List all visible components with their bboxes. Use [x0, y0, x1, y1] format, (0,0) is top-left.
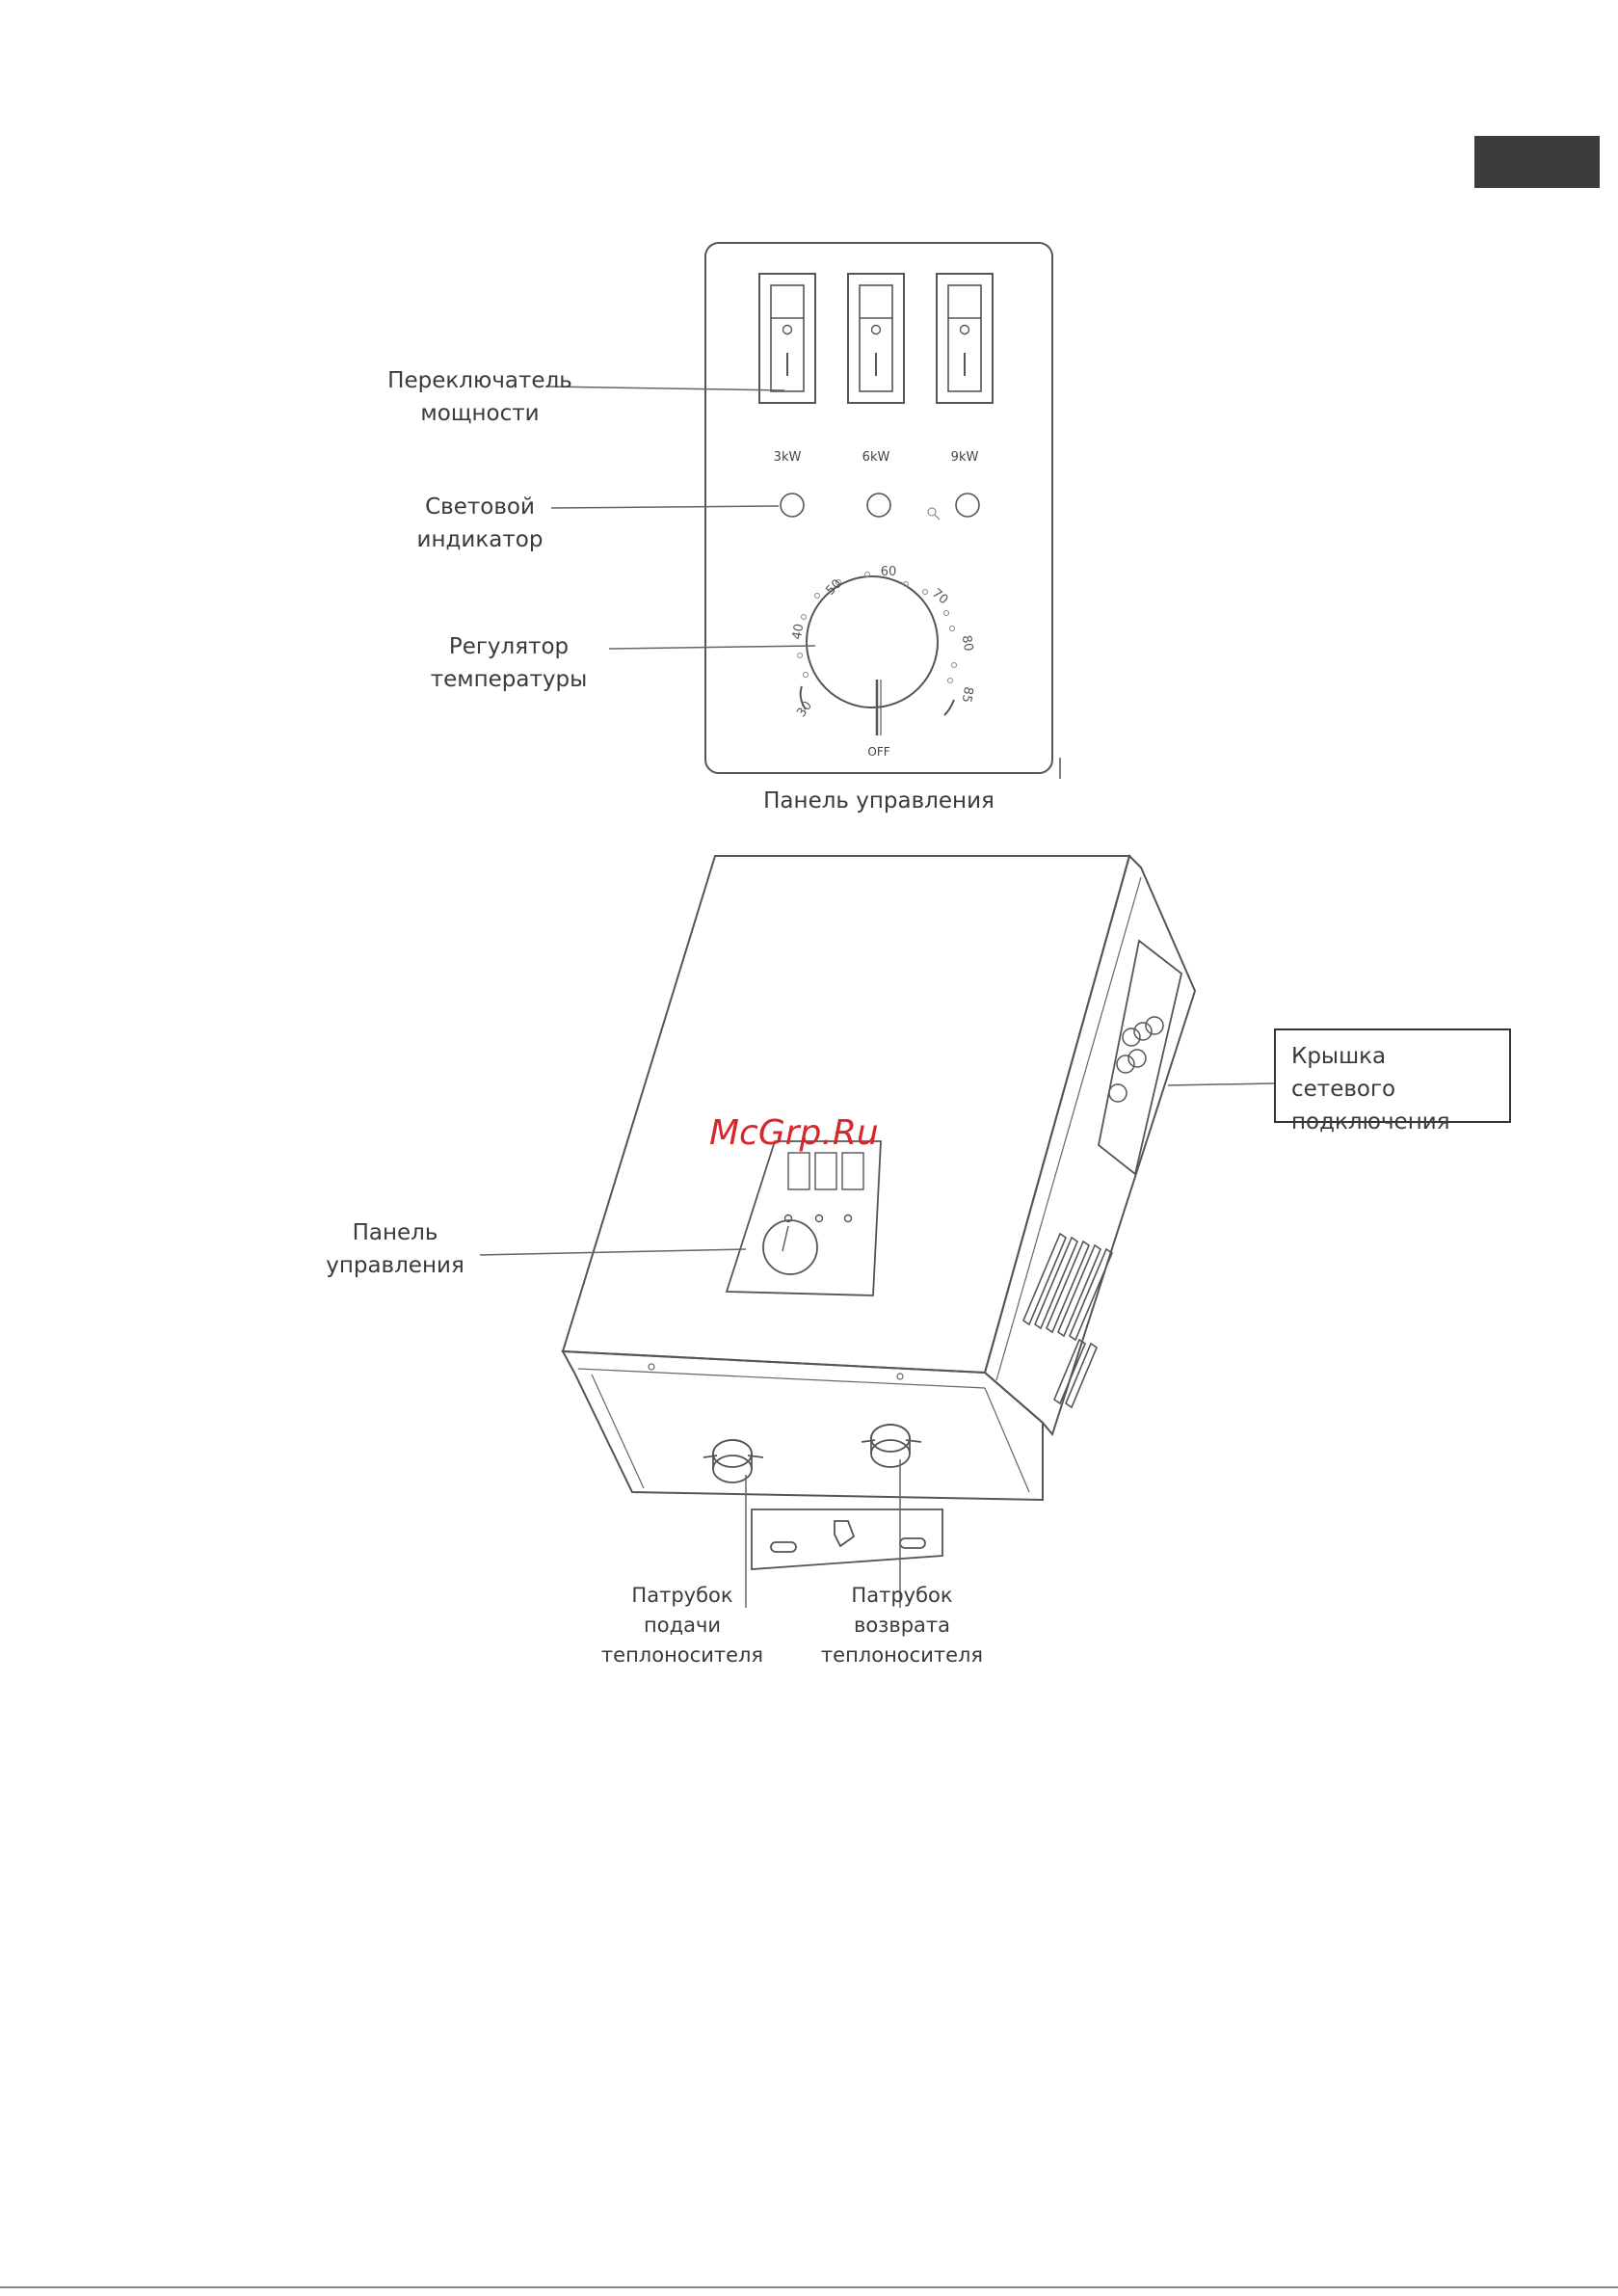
switch-label-3kw: 3kW	[774, 450, 802, 465]
mounting-bracket	[752, 1509, 942, 1569]
callout-return-pipe: Патрубок возврата теплоносителя	[806, 1581, 998, 1670]
return-pipe	[862, 1425, 921, 1467]
supply-pipe	[703, 1440, 763, 1482]
power-switch-6kw[interactable]	[848, 274, 904, 403]
thermostat-scale-80: 80	[959, 634, 976, 653]
thermostat-scale-40: 40	[790, 623, 808, 641]
leader-thermostat	[609, 646, 815, 649]
page-footer-rule	[0, 2286, 1618, 2288]
leader-indicator	[551, 506, 779, 508]
callout-thermostat: Регулятор температуры	[412, 630, 605, 696]
thermostat-scale-60: 60	[881, 565, 897, 579]
front-panel-dial[interactable]	[763, 1220, 817, 1274]
watermark: McGrp.Ru	[709, 1113, 879, 1153]
thermostat-scale-85: 85	[959, 685, 976, 704]
control-panel-outline	[705, 243, 1052, 773]
power-switch-9kw[interactable]	[937, 274, 993, 403]
magnifier-icon	[928, 508, 936, 516]
indicator-lamp-6kw	[867, 494, 890, 517]
indicator-lamp-3kw	[781, 494, 804, 517]
callout-network-cover: Крышка сетевого подключения	[1274, 1028, 1511, 1123]
front-panel-switches	[785, 1153, 864, 1222]
callout-indicator: Световой индикатор	[393, 491, 567, 556]
thermostat-scale-arc-right	[944, 700, 954, 715]
boiler-diagram	[0, 848, 1618, 1696]
callout-power-switch: Переключатель мощности	[364, 364, 596, 430]
control-panel-diagram: 3kW 6kW 9kW 30 40 50 60 70 80 85 OFF	[0, 0, 1618, 868]
front-control-panel[interactable]	[727, 1141, 881, 1295]
network-connection-cover[interactable]	[1099, 941, 1181, 1174]
callout-panel: Панель управления	[308, 1216, 482, 1282]
leader-panel	[480, 1249, 746, 1255]
indicator-lamp-9kw	[956, 494, 979, 517]
thermostat-knob[interactable]	[807, 576, 938, 735]
thermostat-off-label: OFF	[867, 745, 889, 759]
side-vents	[1023, 1234, 1112, 1407]
callout-supply-pipe: Патрубок подачи теплоносителя	[586, 1581, 779, 1670]
control-panel-caption: Панель управления	[763, 785, 995, 817]
power-switch-3kw[interactable]	[759, 274, 815, 403]
leader-network-cover	[1168, 1083, 1274, 1085]
boiler-bottom-housing	[563, 1351, 1043, 1500]
thermostat-scale-70: 70	[929, 586, 950, 607]
switch-label-9kw: 9kW	[951, 450, 979, 465]
switch-label-6kw: 6kW	[862, 450, 890, 465]
